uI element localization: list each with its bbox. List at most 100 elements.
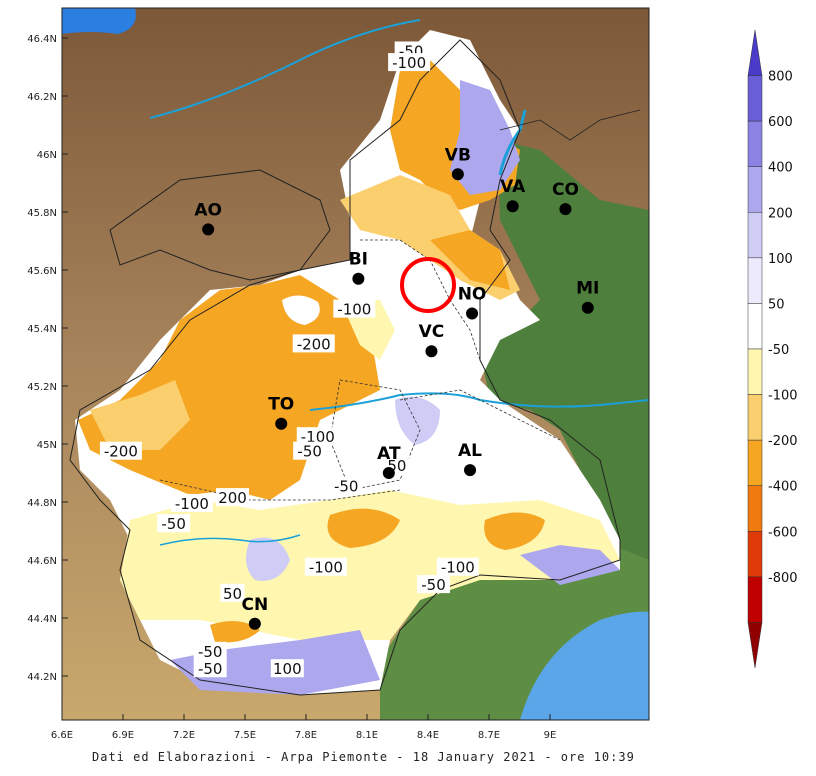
legend-swatch — [747, 303, 763, 350]
city-dot — [506, 200, 519, 213]
zone-minus-100-sw — [90, 380, 190, 450]
city-markers: AO BI VB VA CO NO MI VC TO AT AL CN — [194, 145, 599, 630]
legend-swatch — [747, 485, 763, 532]
contour-label: -50 — [161, 515, 186, 533]
contour-label-bg — [304, 557, 347, 576]
lat-tick-label: 44.8N — [27, 498, 57, 509]
city-label: VB — [445, 145, 471, 165]
legend-label: 400 — [768, 161, 793, 176]
contour-label: -200 — [104, 443, 138, 461]
city-label: MI — [576, 279, 599, 299]
city-label: AL — [458, 441, 482, 461]
legend-label: 50 — [768, 297, 785, 312]
city-label: TO — [268, 395, 294, 415]
city-label: CO — [552, 180, 579, 200]
zone-white-patch — [282, 295, 320, 325]
contour-label-bg — [170, 493, 213, 512]
city-label: AT — [377, 444, 401, 464]
contour-label-bg — [193, 641, 227, 660]
contour-label-bg — [296, 427, 339, 446]
legend-label: 100 — [768, 252, 793, 267]
border-provinces-4 — [159, 479, 401, 501]
contour-label: -50 — [334, 478, 359, 496]
contour-label-bg — [220, 583, 245, 602]
zone-minus-200-cn — [210, 621, 260, 643]
zone-plus-100-cn — [246, 537, 290, 581]
contour-label-bg — [329, 476, 363, 495]
zone-plus-200-se — [520, 545, 620, 585]
city-label: VA — [500, 177, 526, 197]
city-label: CN — [241, 595, 268, 615]
lon-tick-label: 8.4E — [417, 730, 439, 741]
contour-label: -50 — [198, 660, 223, 678]
lat-tick-label: 46.4N — [27, 34, 57, 45]
river-rhone — [149, 19, 421, 119]
city-label: BI — [349, 250, 368, 270]
contour-label: -100 — [175, 495, 209, 513]
city-dot — [451, 168, 464, 181]
contour-label: -50 — [421, 576, 446, 594]
river-po — [309, 392, 649, 411]
lon-tick-label: 6.9E — [112, 730, 134, 741]
contour-label: -50 — [297, 443, 322, 461]
zone-plus-100-at — [395, 396, 440, 445]
city-label: VC — [419, 322, 445, 342]
legend-label: -400 — [768, 480, 798, 495]
lat-tick-label: 45.8N — [27, 208, 57, 219]
lat-tick-label: 46N — [37, 150, 57, 161]
city-label: NO — [458, 285, 487, 305]
lat-tick-label: 46.2N — [27, 92, 57, 103]
contour-label-bg — [292, 334, 335, 353]
legend-swatch — [747, 348, 763, 395]
lon-tick-label: 8.7E — [478, 730, 500, 741]
lat-tick-label: 44.4N — [27, 614, 57, 625]
legend-swatch — [747, 120, 763, 167]
border-provinces-3 — [399, 389, 561, 441]
river-stura — [159, 534, 301, 546]
lon-tick-label: 7.8E — [295, 730, 317, 741]
legend-arrow-bottom — [747, 622, 763, 669]
contour-label-bg — [99, 441, 142, 460]
legend-label: -800 — [768, 571, 798, 586]
city-dot — [202, 223, 215, 236]
zone-minus-200-no — [430, 230, 510, 290]
city-dot — [425, 345, 438, 358]
city-label: AO — [194, 200, 222, 220]
legend-arrow-top — [747, 29, 763, 76]
border-provinces-1 — [360, 239, 481, 361]
contour-label-bg — [270, 659, 304, 678]
city-dot — [352, 272, 365, 285]
contour-label: -200 — [297, 335, 331, 353]
lon-tick-label: 8.1E — [356, 730, 378, 741]
lake-geneva — [62, 8, 136, 34]
legend-label: -200 — [768, 434, 798, 449]
city-dot — [464, 464, 477, 477]
contour-label-bg — [388, 53, 431, 72]
contour-label-bg — [333, 299, 376, 318]
city-dot — [275, 417, 288, 430]
city-dot — [559, 203, 572, 216]
contour-label-bg — [436, 557, 479, 576]
legend-swatch — [747, 394, 763, 441]
contour-label: -100 — [309, 559, 343, 577]
footer-credit: Dati ed Elaborazioni - Arpa Piemonte - 1… — [92, 750, 635, 764]
legend-swatch — [747, 166, 763, 213]
lon-tick-label: 7.5E — [234, 730, 256, 741]
latitude-ticks: 46.4N46.2N46N45.8N45.6N45.4N45.2N45N44.8… — [27, 34, 68, 683]
legend-label: 600 — [768, 115, 793, 130]
contour-label-bg — [416, 575, 450, 594]
contour-label-bg — [293, 441, 327, 460]
legend-label: -50 — [768, 343, 789, 358]
legend-swatch — [747, 212, 763, 259]
legend-swatch — [747, 75, 763, 122]
contour-label: -100 — [337, 301, 371, 319]
city-dot — [382, 467, 395, 479]
city-dot — [248, 617, 261, 630]
zone-minus-200-al — [484, 512, 545, 550]
contour-label-bg — [216, 488, 250, 507]
ligurian-sea — [520, 611, 649, 720]
